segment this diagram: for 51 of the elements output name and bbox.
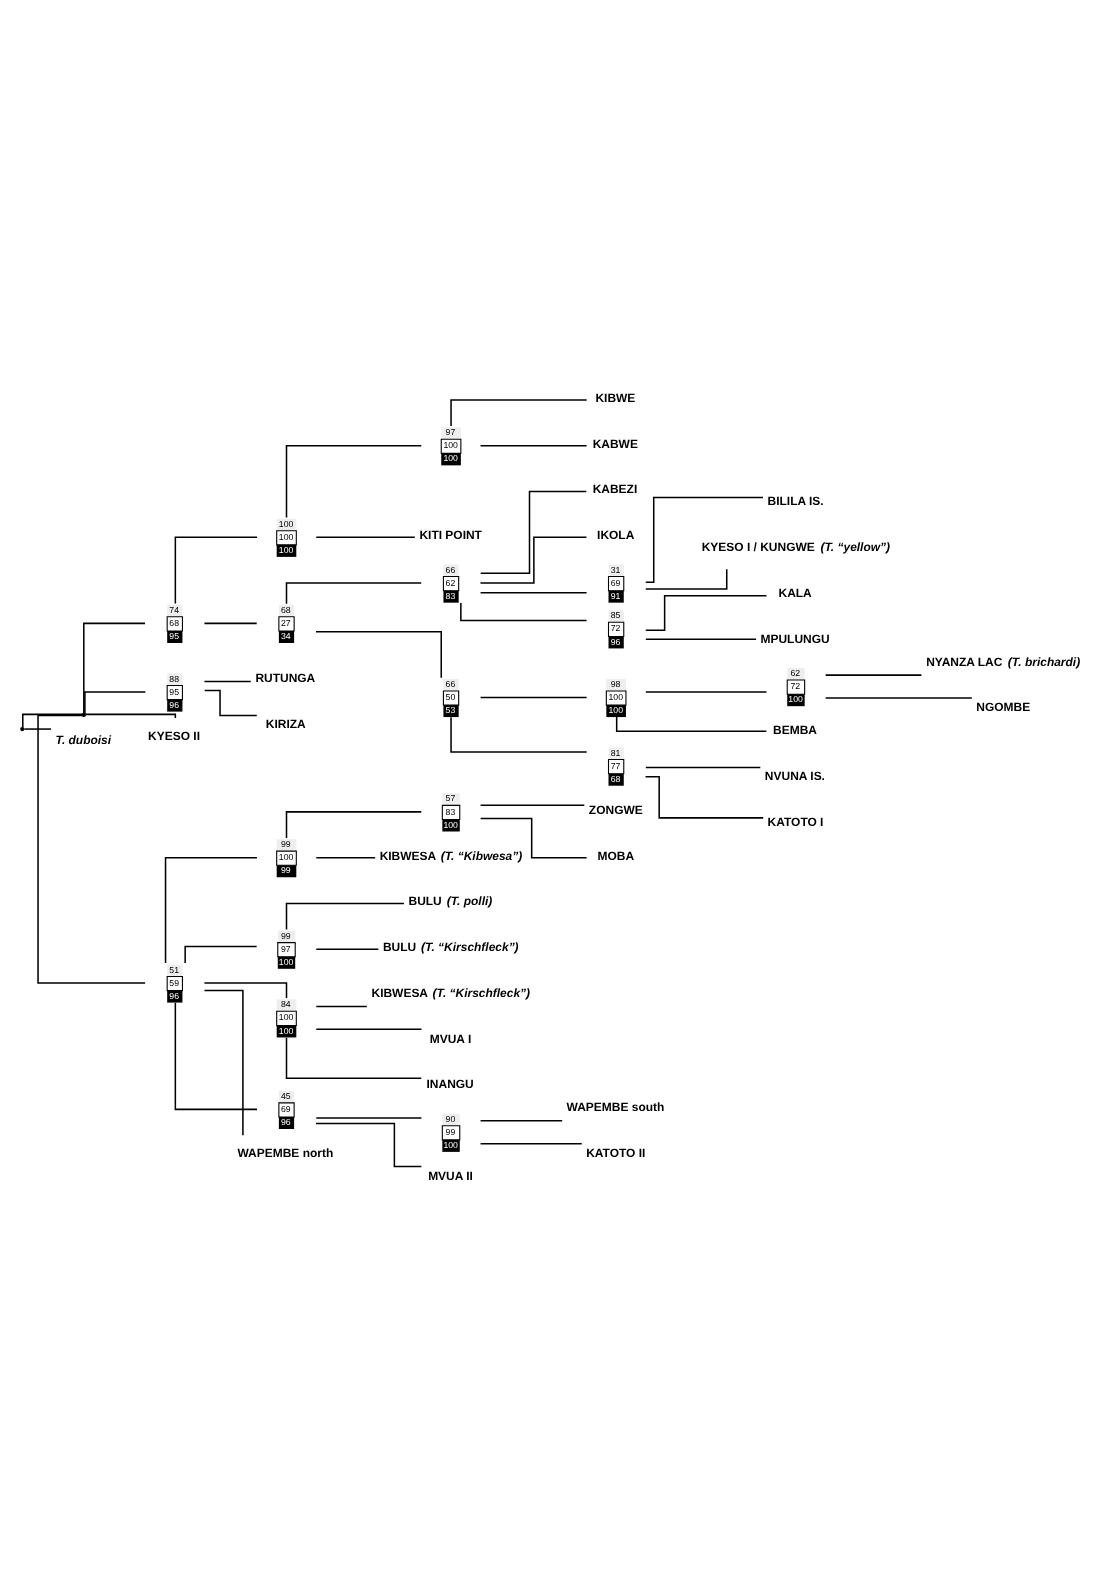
connector bbox=[460, 601, 588, 621]
connector bbox=[450, 398, 588, 426]
connector bbox=[203, 981, 288, 998]
connector bbox=[479, 816, 588, 858]
connector bbox=[479, 535, 588, 583]
connector bbox=[645, 637, 757, 640]
connector bbox=[315, 1027, 423, 1030]
node-point bbox=[81, 711, 86, 716]
connector bbox=[479, 489, 588, 573]
connector bbox=[203, 988, 244, 1136]
connector bbox=[615, 715, 768, 731]
connector bbox=[450, 715, 588, 752]
connector bbox=[315, 1004, 368, 1007]
connector bbox=[824, 673, 923, 675]
connector bbox=[479, 1119, 563, 1121]
connector bbox=[23, 727, 52, 729]
connector bbox=[479, 591, 588, 593]
connector bbox=[479, 443, 588, 446]
connector bbox=[285, 810, 422, 838]
connector bbox=[315, 535, 416, 538]
connector bbox=[645, 567, 728, 589]
connector bbox=[285, 901, 405, 930]
connector bbox=[479, 695, 588, 698]
connector bbox=[22, 712, 84, 728]
connector bbox=[203, 621, 258, 624]
connector bbox=[645, 594, 768, 631]
connector bbox=[83, 621, 146, 714]
connector bbox=[479, 1141, 583, 1144]
connector bbox=[84, 712, 177, 718]
connector bbox=[174, 535, 258, 604]
connector bbox=[285, 1035, 422, 1079]
connector bbox=[315, 947, 380, 949]
connector bbox=[645, 765, 762, 768]
connector bbox=[164, 855, 258, 963]
connector bbox=[37, 713, 146, 983]
connector bbox=[285, 443, 422, 518]
connector bbox=[315, 629, 442, 678]
connector bbox=[315, 1116, 423, 1118]
connector bbox=[174, 1000, 258, 1110]
connector bbox=[644, 774, 764, 818]
connector bbox=[184, 944, 258, 963]
connector bbox=[203, 688, 258, 716]
connector bbox=[203, 679, 252, 682]
connector bbox=[479, 803, 586, 806]
connector bbox=[645, 495, 764, 582]
node-point bbox=[20, 725, 25, 731]
connector bbox=[824, 696, 973, 698]
connector bbox=[645, 690, 768, 692]
connector bbox=[84, 690, 147, 714]
connector bbox=[315, 855, 376, 858]
connector bbox=[285, 581, 422, 604]
